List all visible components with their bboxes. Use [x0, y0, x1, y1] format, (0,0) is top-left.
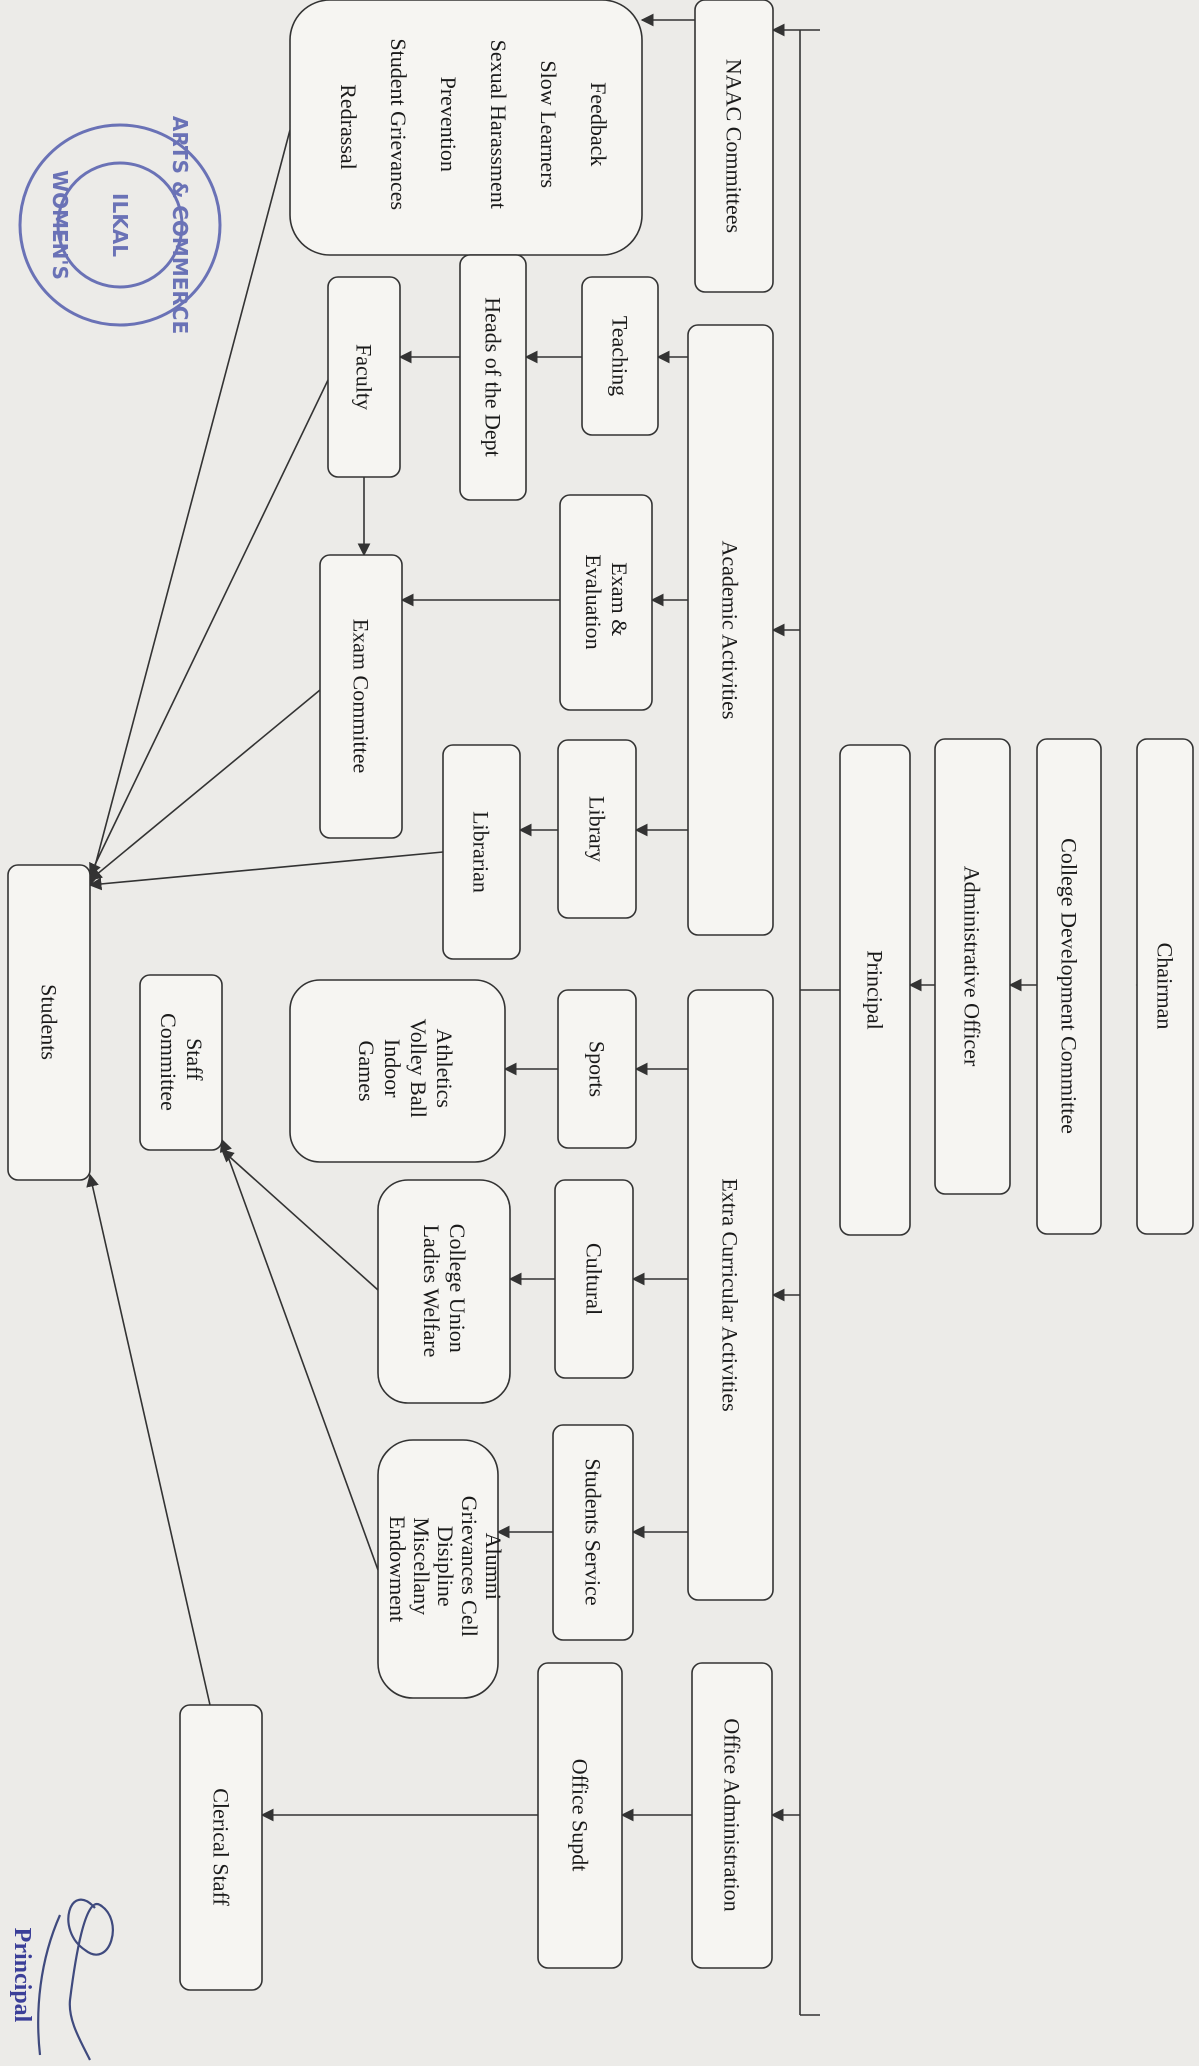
students-service-label: Students Service [581, 1458, 606, 1605]
sports-box: Sports [557, 989, 637, 1149]
sports-list: Athletics Volley Ball Indoor Games [354, 1019, 457, 1124]
committees-list: Feedback Slow Learners Sexual Harassment… [336, 38, 611, 215]
teaching-box: Teaching [581, 276, 659, 436]
service-list-box: Alumni Grievances Cell Disipline Miscell… [377, 1439, 506, 1699]
cdc-label: College Development Committee [1057, 838, 1082, 1134]
sports-list-box: Athletics Volley Ball Indoor Games [289, 979, 506, 1163]
cultural-list-box: College Union Ladies Welfare [377, 1179, 511, 1404]
examcommittee-to-students [89, 689, 321, 881]
cultural-label: Cultural [582, 1243, 607, 1315]
students-service-box: Students Service [552, 1424, 634, 1641]
seal-text-mid: ILKAL [108, 193, 132, 257]
heads-of-dept-box: Heads of the Dept [459, 254, 527, 501]
faculty-label: Faculty [352, 344, 377, 410]
office-administration-box: Office Administration [691, 1662, 773, 1969]
staff-committee-label: Staff Committee [156, 1013, 207, 1111]
academic-activities-label: Academic Activities [718, 541, 743, 720]
college-seal: ARTS & COMMERCE ILKAL WOMEN'S [18, 116, 222, 334]
librarian-to-students [88, 851, 444, 891]
principal-box: Principal [839, 744, 911, 1236]
committees-to-students [86, 129, 291, 887]
committees-list-box: Feedback Slow Learners Sexual Harassment… [289, 0, 643, 256]
exam-committee-box: Exam Committee [319, 554, 403, 839]
exam-committee-label: Exam Committee [349, 619, 374, 774]
cultural-to-staff [221, 1149, 379, 1291]
service-list: Alumni Grievances Cell Disipline Miscell… [385, 1496, 506, 1643]
clerical-staff-label: Clerical Staff [209, 1788, 234, 1906]
naac-committees-box: NAAC Committees [694, 0, 774, 293]
staff-committee-box: Staff Committee [139, 974, 223, 1151]
librarian-box: Librarian [442, 744, 521, 960]
chairman-label: Chairman [1153, 943, 1178, 1030]
service-to-staff [219, 1138, 379, 1571]
students-box: Students [7, 864, 91, 1181]
extra-curricular-box: Extra Curricular Activities [687, 989, 774, 1601]
cultural-list: College Union Ladies Welfare [419, 1224, 470, 1358]
admin-officer-box: Administrative Officer [934, 738, 1011, 1195]
signature-label: Principal [9, 1928, 35, 2023]
office-supdt-label: Office Supdt [568, 1759, 593, 1872]
exam-evaluation-label: Exam & Evaluation [581, 554, 632, 649]
library-label: Library [585, 796, 610, 862]
cultural-box: Cultural [554, 1179, 634, 1379]
heads-of-dept-label: Heads of the Dept [481, 297, 506, 456]
extra-curricular-label: Extra Curricular Activities [718, 1178, 743, 1411]
students-label: Students [37, 984, 62, 1060]
academic-activities-box: Academic Activities [687, 324, 774, 936]
office-supdt-box: Office Supdt [537, 1662, 623, 1969]
clerical-staff-box: Clerical Staff [179, 1704, 263, 1991]
office-administration-label: Office Administration [720, 1718, 745, 1911]
faculty-box: Faculty [327, 276, 401, 478]
seal-text-top: ARTS & COMMERCE [168, 116, 192, 334]
admin-officer-label: Administrative Officer [960, 866, 985, 1067]
chairman-box: Chairman [1136, 738, 1194, 1235]
teaching-label: Teaching [608, 316, 633, 396]
cdc-box: College Development Committee [1036, 738, 1102, 1235]
sports-label: Sports [585, 1041, 610, 1097]
exam-evaluation-box: Exam & Evaluation [559, 494, 653, 711]
connector-lines [86, 13, 1165, 2016]
naac-committees-label: NAAC Committees [722, 59, 747, 233]
principal-signature: Principal [9, 1898, 114, 2061]
seal-text-bottom: WOMEN'S [48, 170, 72, 280]
faculty-to-students [89, 379, 329, 877]
principal-label: Principal [863, 950, 888, 1029]
librarian-label: Librarian [469, 811, 494, 893]
library-box: Library [557, 739, 637, 919]
clerical-to-students [86, 1173, 211, 1706]
